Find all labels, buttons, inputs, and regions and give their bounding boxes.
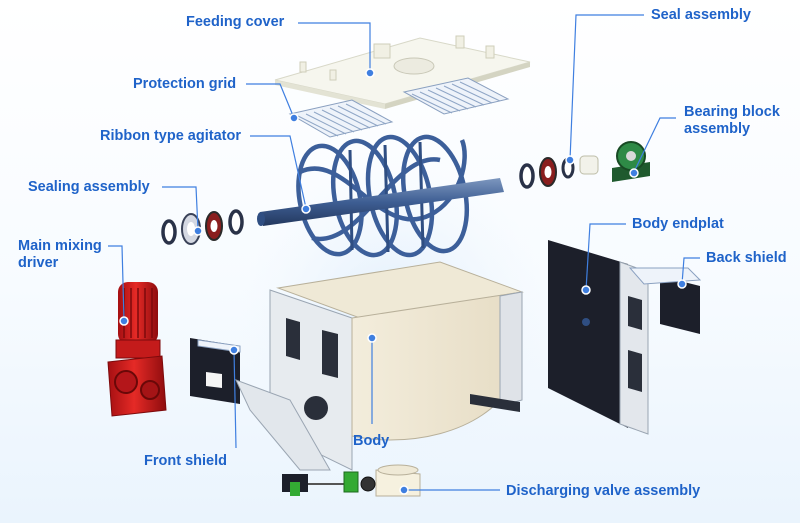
leader-ribbon-agitator	[250, 135, 307, 209]
label-sealing-assembly: Sealing assembly	[28, 179, 150, 195]
sealing-assembly-parts	[161, 209, 244, 245]
main-mixing-driver	[107, 282, 167, 417]
label-feeding-cover: Feeding cover	[186, 14, 285, 30]
body-trough	[235, 261, 524, 471]
label-protection-grid: Protection grid	[133, 76, 237, 92]
discharging-valve-part	[282, 464, 421, 497]
leader-back-shield	[681, 257, 700, 285]
label-back-shield: Back shield	[706, 250, 787, 266]
label-bearing-block: Bearing block assembly	[684, 104, 780, 137]
leader-body-endplat	[585, 223, 626, 291]
leader-protection-grid	[246, 83, 295, 119]
leader-main-mixing-driver	[108, 245, 125, 321]
leader-bearing-block	[633, 117, 676, 173]
body-endplat-part	[548, 240, 649, 435]
ribbon-agitator	[257, 134, 504, 258]
leader-feeding-cover	[298, 22, 371, 72]
leader-seal-assembly	[569, 14, 644, 161]
label-body-endplat: Body endplat	[632, 216, 724, 232]
seal-assembly-parts	[519, 155, 599, 189]
label-ribbon-agitator: Ribbon type agitator	[100, 128, 241, 144]
leader-front-shield	[233, 349, 237, 449]
label-front-shield: Front shield	[144, 453, 227, 469]
label-seal-assembly: Seal assembly	[651, 7, 751, 23]
callout-lines	[108, 14, 700, 491]
label-discharging-valve: Discharging valve assembly	[506, 483, 701, 499]
callout-dots	[119, 68, 687, 495]
leader-sealing-assembly	[162, 186, 199, 231]
label-main-mixing-driver: Main mixing driver	[18, 238, 102, 271]
protection-grid	[288, 77, 510, 138]
label-body: Body	[353, 433, 390, 449]
